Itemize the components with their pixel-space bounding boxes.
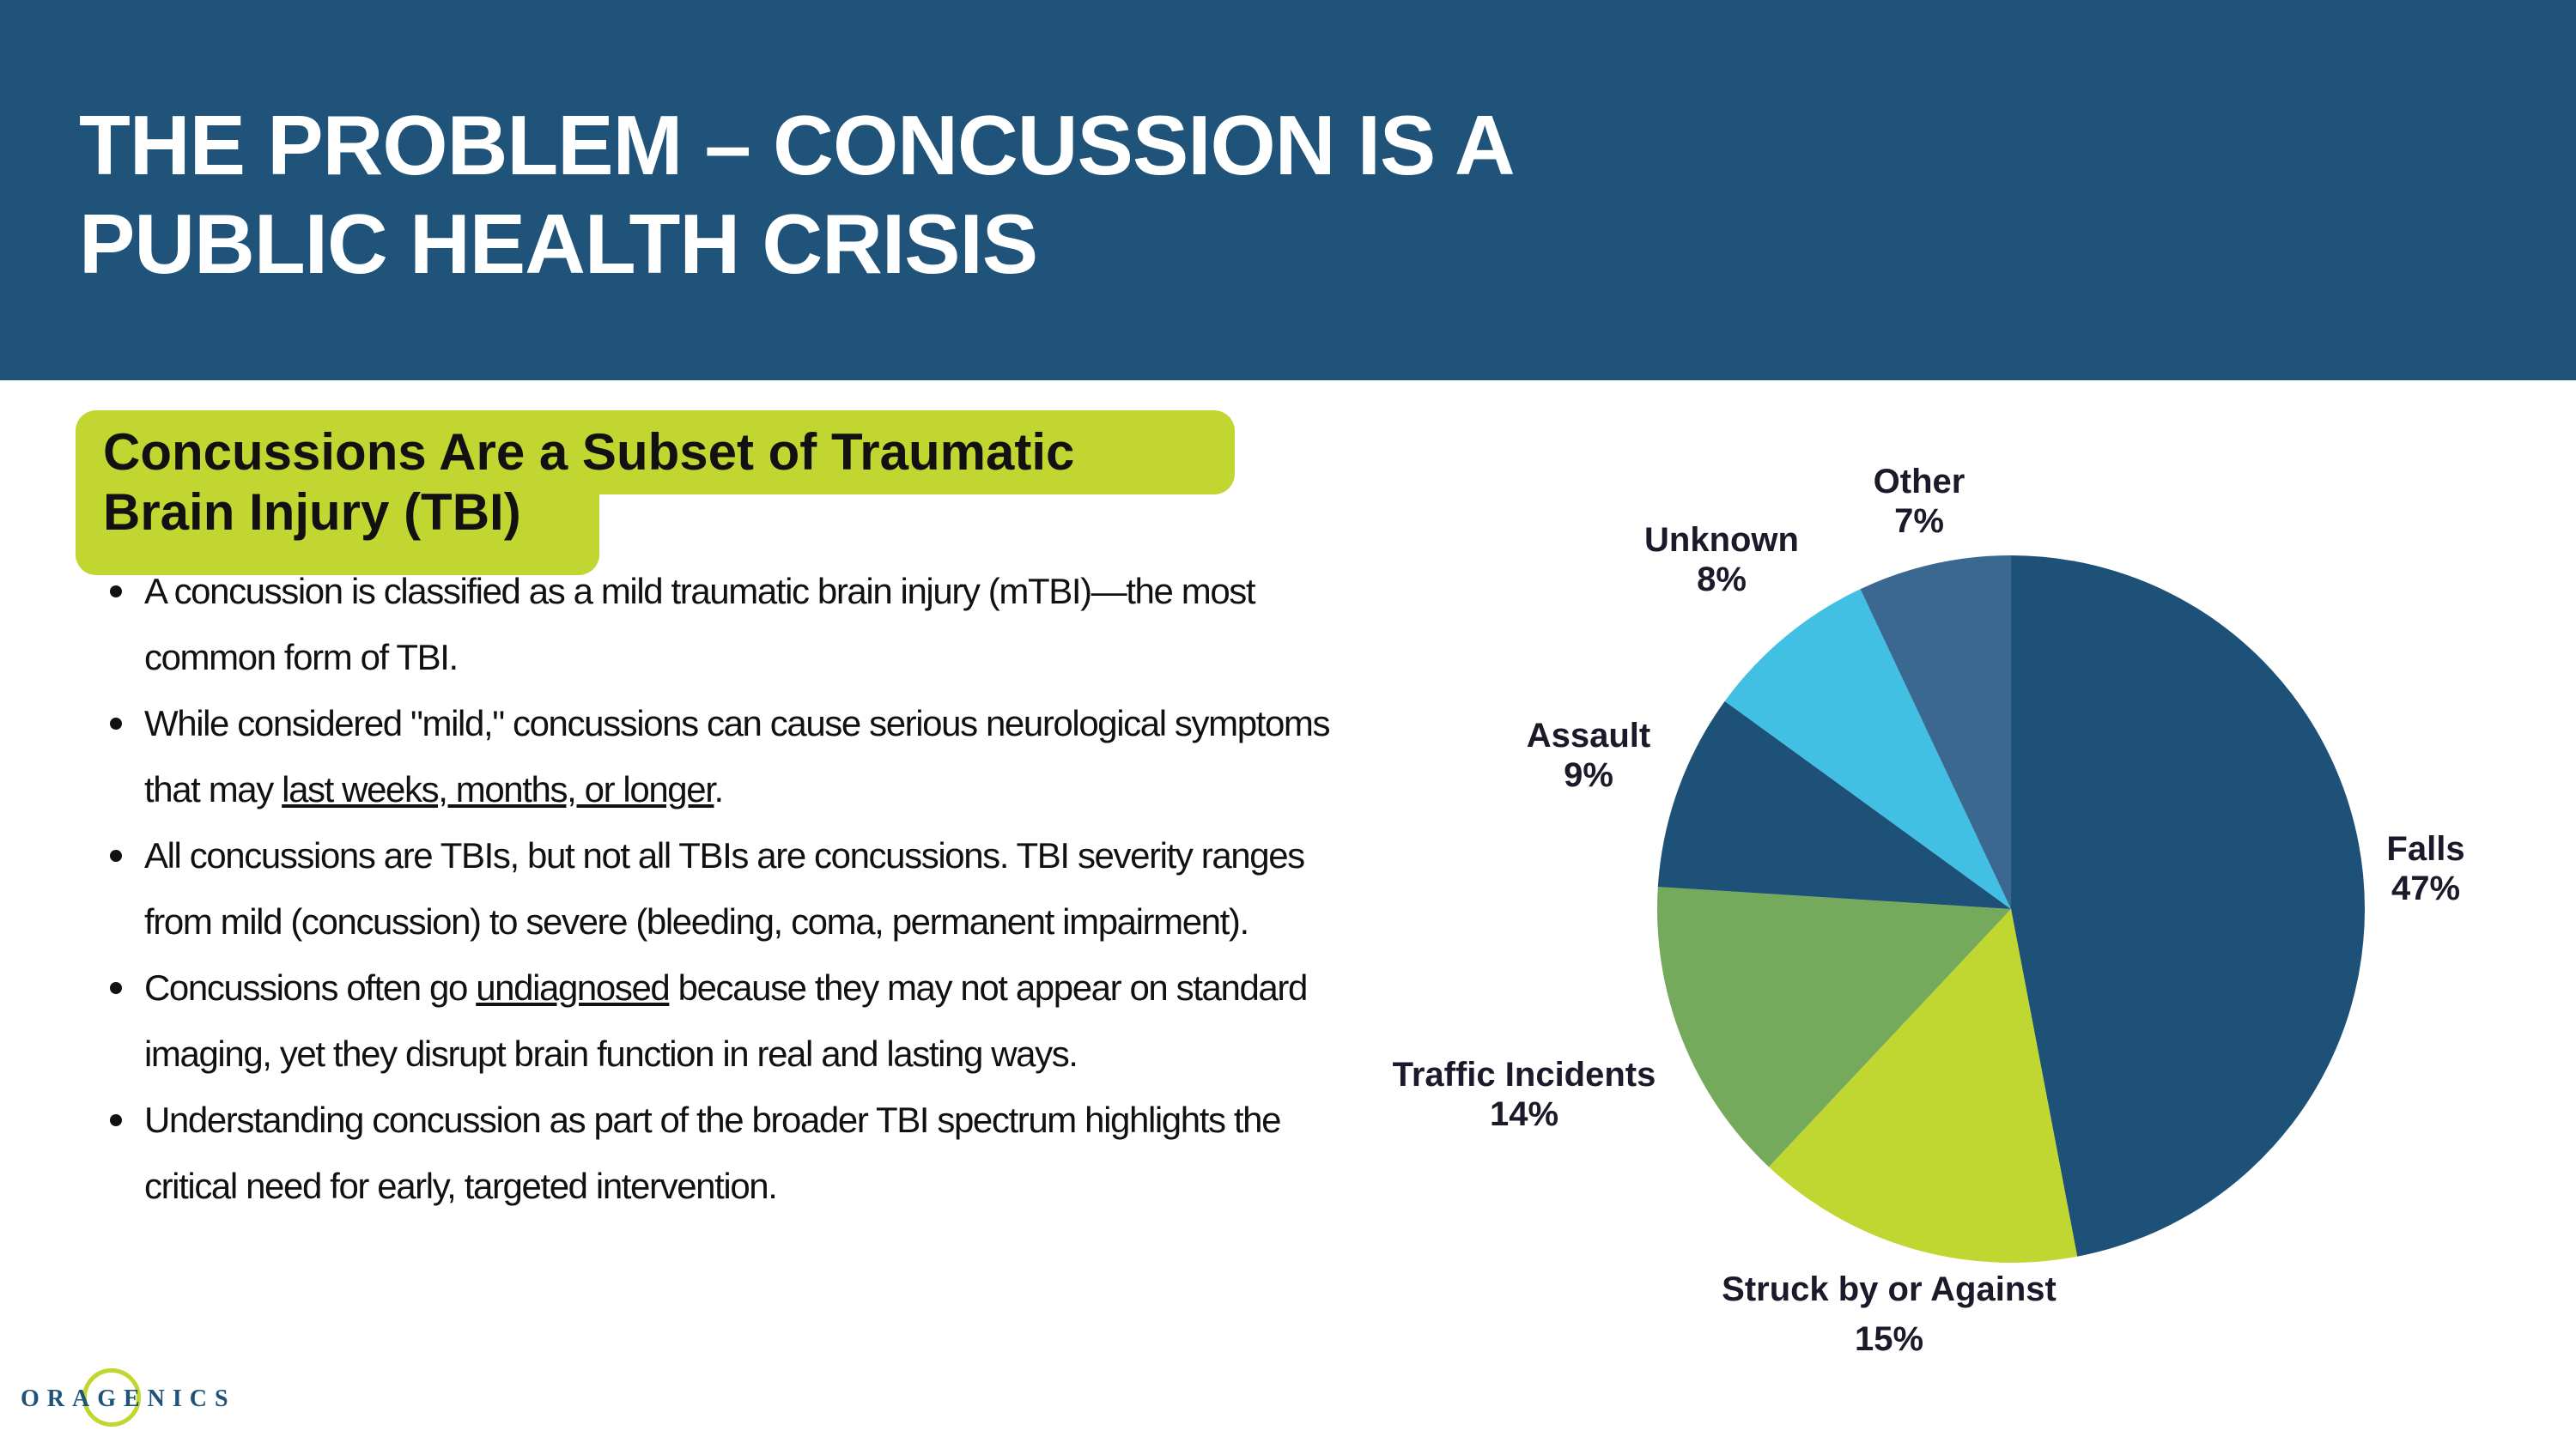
oragenics-logo: ORAGENICS <box>21 1365 228 1434</box>
bullet-emphasis: last weeks, months, or longer <box>282 769 715 809</box>
slice-label: Unknown <box>1644 521 1799 559</box>
pie-slice-falls <box>2011 555 2365 1257</box>
bullet-list: A concussion is classified as a mild tra… <box>103 558 1331 1219</box>
bullet-item: A concussion is classified as a mild tra… <box>103 558 1331 690</box>
slice-value-label: 14% <box>1490 1095 1558 1133</box>
bullet-text-end: . <box>714 769 724 809</box>
section-heading-line-1: Concussions Are a Subset of Traumatic <box>103 423 1075 481</box>
slice-value-label: 15% <box>1855 1320 1923 1358</box>
bullet-text: Concussions often go <box>144 967 477 1008</box>
slice-label: Assault <box>1527 717 1651 755</box>
bullet-item: All concussions are TBIs, but not all TB… <box>103 822 1331 955</box>
pie-slice-assault <box>1657 700 2011 909</box>
page-title-line-1: THE PROBLEM – CONCUSSION IS A <box>79 98 1516 192</box>
bullet-text: Understanding concussion as part of the … <box>144 1100 1281 1206</box>
logo-wordmark: ORAGENICS <box>21 1385 236 1412</box>
slice-value-label: 9% <box>1564 756 1613 794</box>
heading-highlight-top <box>76 410 1235 494</box>
pie-slice-struck-by-or-against <box>1768 909 2078 1263</box>
pie-slice-traffic-incidents <box>1657 887 2011 1167</box>
slice-value-label: 47% <box>2391 870 2460 907</box>
pie-slice-other <box>1860 555 2011 909</box>
title-banner: THE PROBLEM – CONCUSSION IS A PUBLIC HEA… <box>0 0 2576 380</box>
page-title-line-2: PUBLIC HEALTH CRISIS <box>79 197 1038 291</box>
slice-value-label: 8% <box>1697 561 1747 598</box>
bullet-emphasis: undiagnosed <box>476 967 671 1008</box>
slice-label: Falls <box>2386 830 2464 868</box>
bullet-text: While considered "mild," concussions can… <box>144 703 1330 809</box>
logo-ring-icon <box>82 1368 141 1427</box>
pie-slice-unknown <box>1724 589 2011 909</box>
slice-label: Traffic Incidents <box>1393 1056 1656 1094</box>
slice-label: Struck by or Against <box>1722 1270 2057 1308</box>
bullet-text: A concussion is classified as a mild tra… <box>144 571 1256 677</box>
section-heading-text: Concussions Are a Subset of Traumatic Br… <box>103 422 1305 543</box>
section-heading-line-2: Brain Injury (TBI) <box>103 483 521 541</box>
bullet-text-end: because they may not appear on standard … <box>144 967 1308 1074</box>
bullet-item: While considered "mild," concussions can… <box>103 690 1331 822</box>
heading-highlight-bottom <box>76 493 599 575</box>
page-title: THE PROBLEM – CONCUSSION IS A PUBLIC HEA… <box>79 96 1516 294</box>
bullet-item: Concussions often go undiagnosed because… <box>103 955 1331 1087</box>
bullet-text: All concussions are TBIs, but not all TB… <box>144 835 1305 942</box>
slice-value-label: 7% <box>1894 502 1944 540</box>
slice-label: Other <box>1874 463 1965 500</box>
bullet-item: Understanding concussion as part of the … <box>103 1087 1331 1219</box>
